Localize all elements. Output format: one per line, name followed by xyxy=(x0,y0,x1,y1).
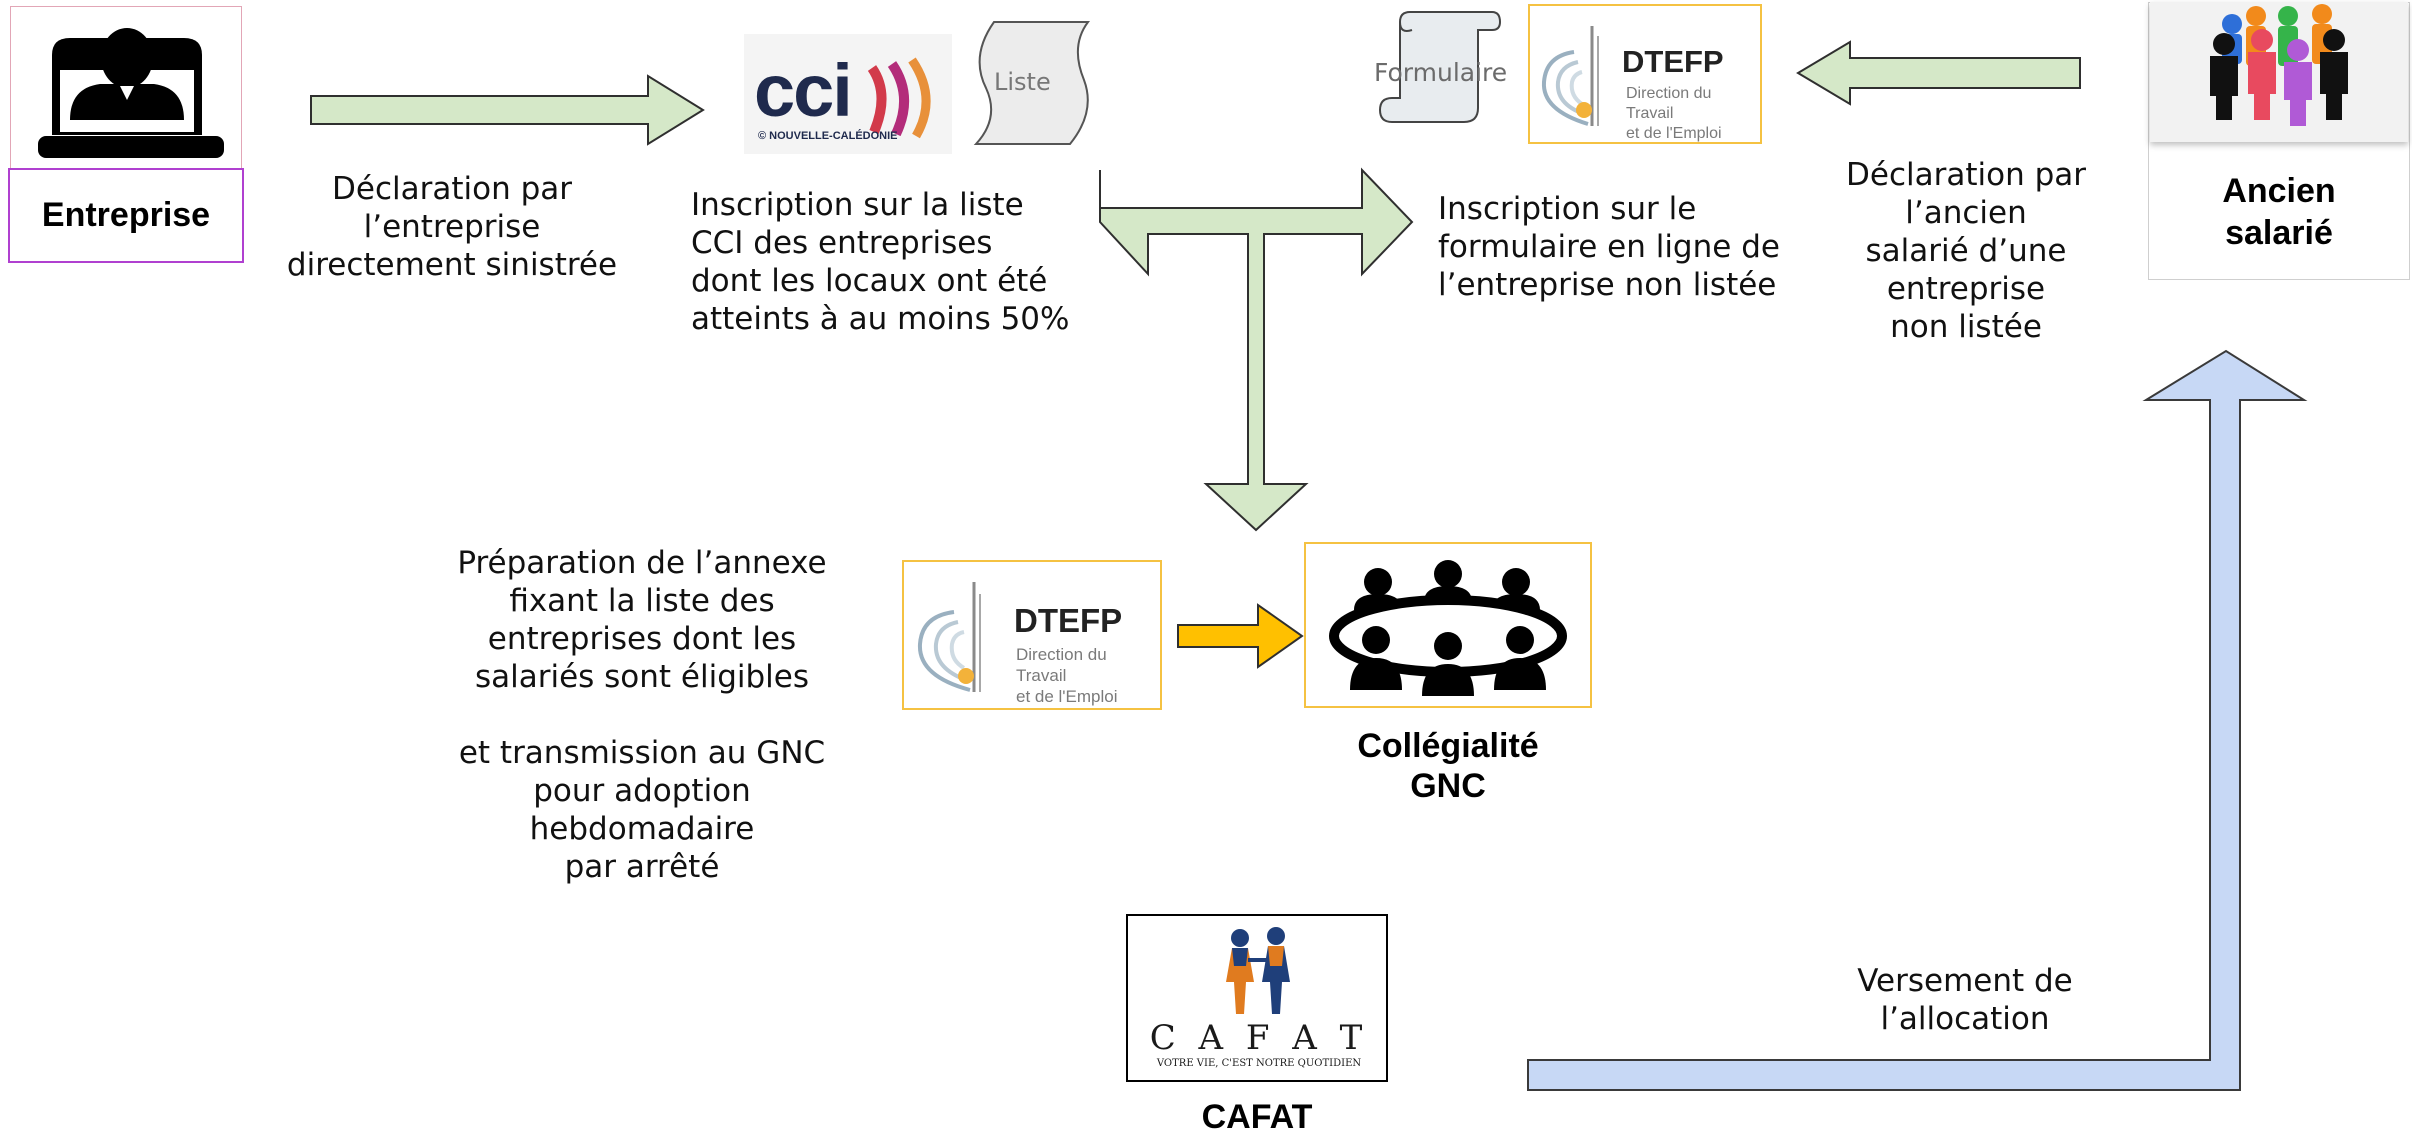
text-line: l’entreprise xyxy=(363,209,541,245)
text-line: non listée xyxy=(1890,309,2042,345)
cafat-family-icon xyxy=(1226,927,1290,1014)
cafat-logo-text: C A F A T xyxy=(1149,1018,1369,1058)
text-line: Déclaration par xyxy=(332,171,572,207)
inscription-cci-text: Inscription sur la liste CCI des entrepr… xyxy=(691,186,1071,338)
label-line: salarié xyxy=(2225,214,2333,252)
cafat-tagline: VOTRE VIE, C'EST NOTRE QUOTIDIEN xyxy=(1156,1058,1362,1069)
text-line: Préparation de l’annexe xyxy=(457,545,827,581)
dtefp-emblem-icon xyxy=(917,582,981,692)
dtefp-logo-top: DTEFP Direction du Travail et de l'Emplo… xyxy=(1528,4,1762,144)
liste-label: Liste xyxy=(994,68,1051,96)
text-line: directement sinistrée xyxy=(286,247,618,283)
arrow-t-three-way xyxy=(1099,167,1414,532)
declaration-ancien-text: Déclaration par l’ancien salarié d’une e… xyxy=(1782,156,2150,346)
text-line: Versement de xyxy=(1857,963,2073,999)
arrow-dtefp-to-collegialite xyxy=(1177,603,1304,669)
text-line: par arrêté xyxy=(564,849,720,885)
text-line: entreprises dont les xyxy=(487,621,797,657)
cafat-label: CAFAT xyxy=(1201,1098,1313,1136)
ancien-salarie-label: Ancien salarié xyxy=(2150,170,2408,254)
text-line: l’allocation xyxy=(1880,1001,2050,1037)
dtefp-emblem-icon xyxy=(1541,26,1599,126)
text-line: Inscription sur la liste xyxy=(691,187,1024,223)
text-line: fixant la liste des xyxy=(509,583,775,619)
arrow-cafat-to-ancien xyxy=(1527,349,2308,1091)
formulaire-label: Formulaire xyxy=(1374,58,1508,87)
cafat-logo: C A F A T VOTRE VIE, C'EST NOTRE QUOTIDI… xyxy=(1126,914,1388,1082)
cci-logo-text: cci xyxy=(754,49,853,132)
text-line: atteints à au moins 50% xyxy=(691,301,1070,337)
text-line: Déclaration par l’ancien xyxy=(1846,157,2086,231)
text-line: Inscription sur le xyxy=(1438,191,1697,227)
label-line: Ancien xyxy=(2222,172,2336,210)
dtefp-sub-line: Direction du Travail xyxy=(1016,645,1107,685)
label-line: GNC xyxy=(1410,767,1486,805)
text-line: dont les locaux ont été xyxy=(691,263,1048,299)
text-line: et transmission au GNC xyxy=(458,735,826,771)
dtefp-logo-middle: DTEFP Direction du Travail et de l'Emplo… xyxy=(902,560,1162,710)
text-line: CCI des entreprises xyxy=(691,225,993,261)
arrow-ancien-to-dtefp xyxy=(1796,40,2081,106)
inscription-formulaire-text: Inscription sur le formulaire en ligne d… xyxy=(1438,190,1798,304)
text-line: salariés sont éligibles xyxy=(474,659,810,695)
text-line: salarié d’une entreprise xyxy=(1865,233,2067,307)
text-line: l’entreprise non listée xyxy=(1438,267,1777,303)
dtefp-subtitle: Direction du Travail et de l'Emploi xyxy=(1626,84,1760,144)
text-line: formulaire en ligne de xyxy=(1438,229,1780,265)
entreprise-label: Entreprise xyxy=(41,196,211,234)
arrow-entreprise-to-cci xyxy=(310,74,705,146)
cci-waves-icon xyxy=(867,57,931,139)
dtefp-sub-line: et de l'Emploi xyxy=(1016,687,1118,706)
dtefp-sub-line: Direction du Travail xyxy=(1626,85,1712,122)
cci-logo: cci © NOUVELLE-CALÉDONIE xyxy=(744,34,952,154)
preparation-text: Préparation de l’annexe fixant la liste … xyxy=(420,544,864,886)
ancien-salarie-image xyxy=(2150,2,2408,142)
declaration-entreprise-text: Déclaration par l’entreprise directement… xyxy=(270,170,634,284)
text-line: pour adoption hebdomadaire xyxy=(529,773,755,847)
label-line: Collégialité xyxy=(1357,727,1539,765)
entreprise-label-box: Entreprise xyxy=(8,168,244,263)
dtefp-title: DTEFP xyxy=(1622,44,1724,79)
dtefp-title: DTEFP xyxy=(1014,602,1123,639)
versement-text: Versement de l’allocation xyxy=(1800,962,2130,1038)
dtefp-subtitle: Direction du Travail et de l'Emploi xyxy=(1016,644,1160,707)
collegialite-label: Collégialité GNC xyxy=(1298,726,1598,806)
dtefp-sub-line: et de l'Emploi xyxy=(1626,125,1722,142)
cci-logo-subtext: © NOUVELLE-CALÉDONIE xyxy=(758,130,898,142)
